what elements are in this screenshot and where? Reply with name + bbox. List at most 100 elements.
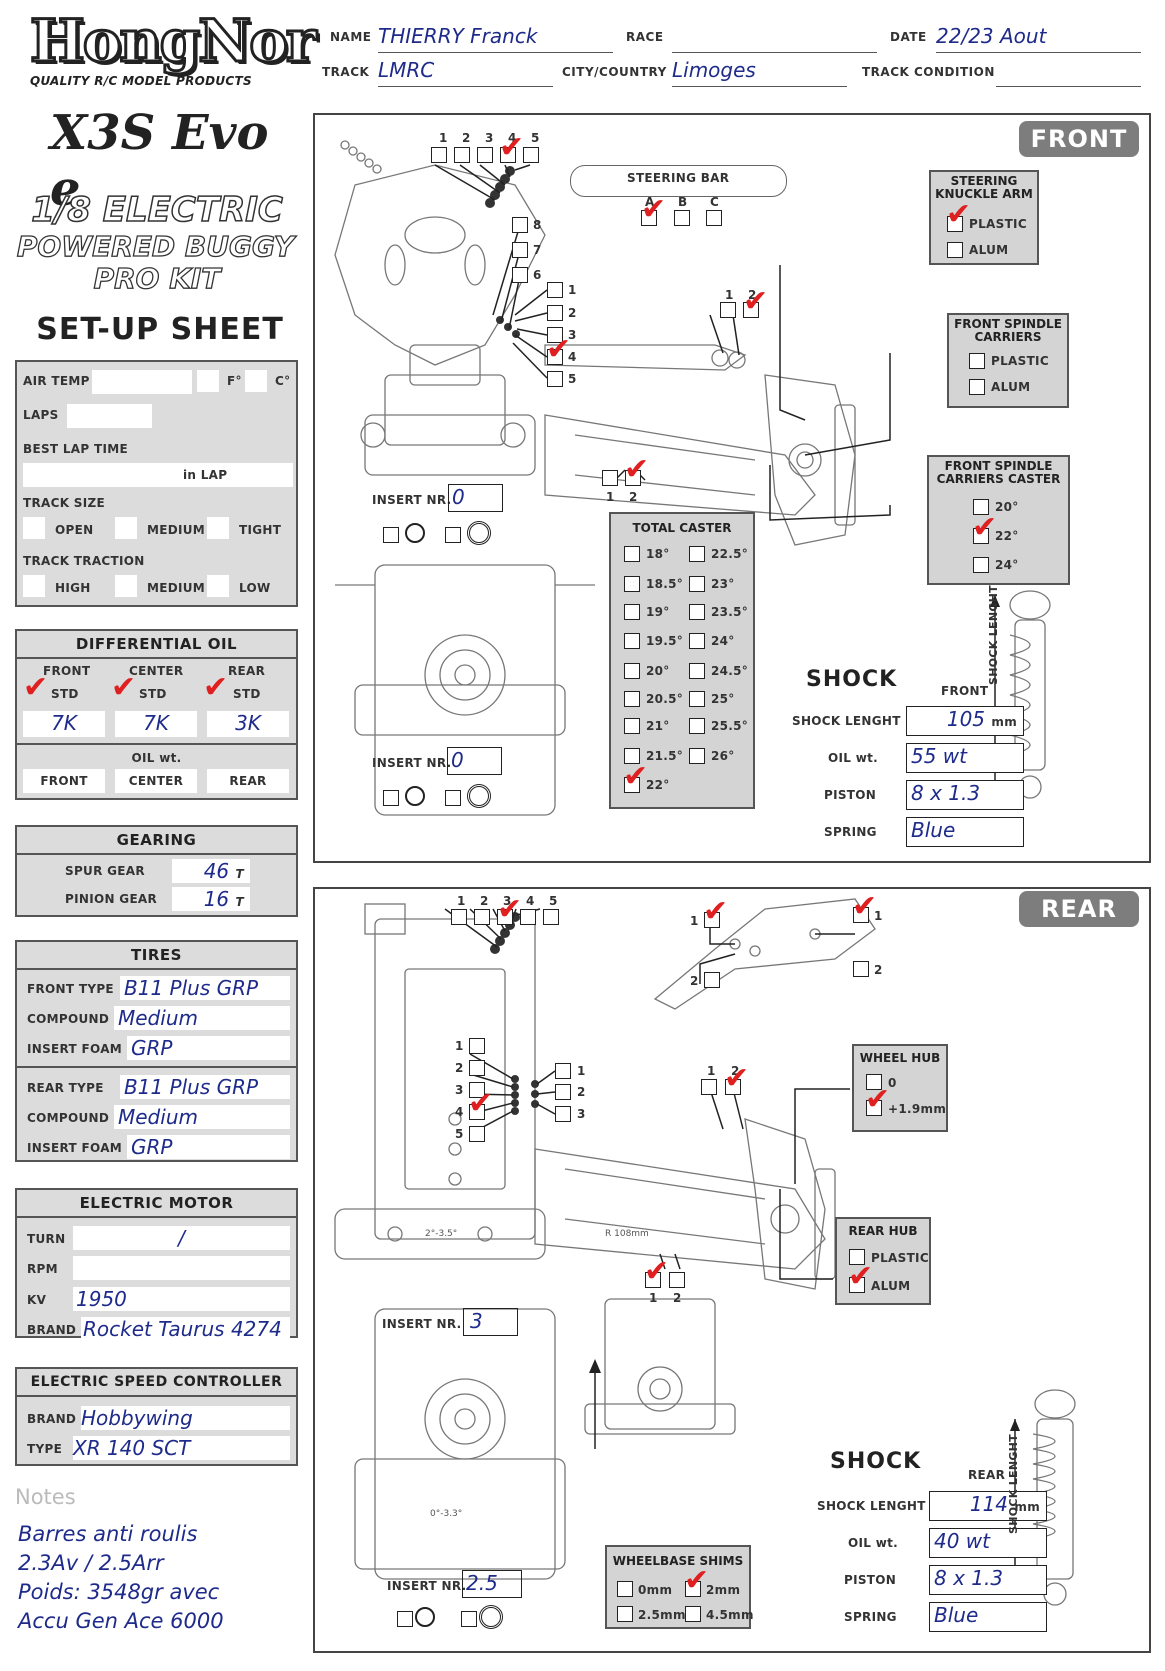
diff-center-check-icon[interactable]: ✔ — [111, 670, 137, 705]
laps-field[interactable] — [67, 404, 152, 428]
track-field[interactable]: LMRC — [378, 58, 553, 87]
tc-box[interactable] — [624, 718, 640, 734]
front-compound-field[interactable]: Medium — [114, 1006, 290, 1030]
caster-22-box[interactable] — [973, 528, 989, 544]
front-top-box[interactable] — [431, 147, 447, 163]
rear-right-box[interactable] — [555, 1063, 571, 1079]
tc-box[interactable] — [624, 633, 640, 649]
front-side-box[interactable] — [512, 242, 528, 258]
c-box[interactable] — [245, 370, 267, 392]
front-lower-box[interactable] — [625, 470, 641, 486]
front-top-box[interactable] — [477, 147, 493, 163]
wishbone-box[interactable] — [704, 912, 720, 928]
rpm-field[interactable] — [73, 1256, 290, 1280]
tc-box[interactable] — [689, 718, 705, 734]
tc-box[interactable] — [689, 691, 705, 707]
front-side-box[interactable] — [512, 217, 528, 233]
front-top-box[interactable] — [500, 147, 516, 163]
knuckle-alum-box[interactable] — [947, 242, 963, 258]
front-right-box[interactable] — [547, 282, 563, 298]
diff-front-value[interactable]: 7K — [23, 711, 105, 737]
kv-field[interactable]: 1950 — [73, 1287, 290, 1311]
motor-brand-field[interactable]: Rocket Taurus 4274 — [81, 1317, 290, 1341]
insert-opt-box[interactable] — [445, 527, 461, 543]
wheel-hub-0-box[interactable] — [866, 1074, 882, 1090]
rear-insert-opt-box[interactable] — [461, 1611, 477, 1627]
spur-field[interactable]: 46 T — [172, 859, 250, 883]
tc-box[interactable] — [689, 748, 705, 764]
front-right-box[interactable] — [547, 327, 563, 343]
tc-box[interactable] — [624, 777, 640, 793]
tc-box[interactable] — [689, 546, 705, 562]
rear-top-box[interactable] — [497, 909, 513, 925]
front-type-field[interactable]: B11 Plus GRP — [120, 976, 290, 1000]
wheel-hub-19-box[interactable] — [866, 1100, 882, 1116]
tc-box[interactable] — [624, 604, 640, 620]
tc-box[interactable] — [689, 633, 705, 649]
rear-top-box[interactable] — [474, 909, 490, 925]
wb-2-box[interactable] — [685, 1581, 701, 1597]
rear-insert-field[interactable]: GRP — [127, 1135, 290, 1159]
rear-top-box[interactable] — [520, 909, 536, 925]
air-temp-field[interactable] — [92, 370, 192, 394]
rear-oil-field[interactable]: 40 wt — [929, 1528, 1047, 1558]
esc-type-field[interactable]: XR 140 SCT — [73, 1436, 290, 1460]
rear-left-box[interactable] — [469, 1082, 485, 1098]
rear-top-box[interactable] — [451, 909, 467, 925]
turn-field[interactable]: / — [73, 1226, 290, 1250]
front-top-box[interactable] — [454, 147, 470, 163]
diff-rear-check-icon[interactable]: ✔ — [203, 670, 229, 705]
esc-brand-field[interactable]: Hobbywing — [81, 1406, 290, 1430]
front-oil-field[interactable]: 55 wt — [906, 743, 1024, 773]
rear-top-box[interactable] — [543, 909, 559, 925]
front-insert2-field[interactable]: 0 — [447, 747, 502, 775]
rear-piston-field[interactable]: 8 x 1.3 — [929, 1565, 1047, 1595]
high-box[interactable] — [23, 575, 45, 597]
insert-opt-box[interactable] — [383, 790, 399, 806]
name-field[interactable]: THIERRY Franck — [378, 24, 613, 53]
rear-shock-len-field[interactable]: 114 mm — [929, 1491, 1047, 1521]
rear-hub-alum-box[interactable] — [849, 1277, 865, 1293]
steering-bar-box[interactable] — [706, 210, 722, 226]
wb-0-box[interactable] — [617, 1581, 633, 1597]
city-field[interactable]: Limoges — [672, 58, 847, 87]
rear-link-box[interactable] — [701, 1079, 717, 1095]
rear-insert1-field[interactable]: 3 — [463, 1308, 518, 1336]
low-box[interactable] — [207, 575, 229, 597]
rear-hub-plastic-box[interactable] — [849, 1249, 865, 1265]
front-right-box[interactable] — [547, 371, 563, 387]
insert-opt-box[interactable] — [383, 527, 399, 543]
tc-box[interactable] — [624, 748, 640, 764]
front-insert-field[interactable]: GRP — [127, 1036, 290, 1060]
tc-box[interactable] — [624, 576, 640, 592]
knuckle-plastic-box[interactable] — [947, 216, 963, 232]
wb-45-box[interactable] — [685, 1606, 701, 1622]
rear-type-field[interactable]: B11 Plus GRP — [120, 1075, 290, 1099]
front-piston-field[interactable]: 8 x 1.3 — [906, 780, 1024, 810]
rear-link-box[interactable] — [725, 1079, 741, 1095]
open-box[interactable] — [23, 517, 45, 539]
date-field[interactable]: 22/23 Aout — [936, 24, 1141, 53]
front-side-box[interactable] — [512, 267, 528, 283]
caster-20-box[interactable] — [973, 499, 989, 515]
rear-left-box[interactable] — [469, 1104, 485, 1120]
front-lower-box[interactable] — [602, 470, 618, 486]
wishbone-box[interactable] — [704, 972, 720, 988]
size-medium-box[interactable] — [115, 517, 137, 539]
front-spring-field[interactable]: Blue — [906, 817, 1024, 847]
diff-rear-value[interactable]: 3K — [207, 711, 289, 737]
race-field[interactable] — [672, 24, 877, 53]
front-upper-box[interactable] — [720, 302, 736, 318]
tc-box[interactable] — [624, 546, 640, 562]
steering-bar-box[interactable] — [641, 210, 657, 226]
rear-compound-field[interactable]: Medium — [114, 1105, 290, 1129]
rear-left-box[interactable] — [469, 1038, 485, 1054]
tc-box[interactable] — [689, 604, 705, 620]
rear-left-box[interactable] — [469, 1126, 485, 1142]
rear-lower-box[interactable] — [669, 1272, 685, 1288]
f-box[interactable] — [197, 370, 219, 392]
wishbone-box[interactable] — [853, 907, 869, 923]
notes-text[interactable]: Barres anti roulis 2.3Av / 2.5Arr Poids:… — [18, 1520, 298, 1636]
front-top-box[interactable] — [523, 147, 539, 163]
oil-front-field[interactable]: FRONT — [23, 769, 105, 793]
